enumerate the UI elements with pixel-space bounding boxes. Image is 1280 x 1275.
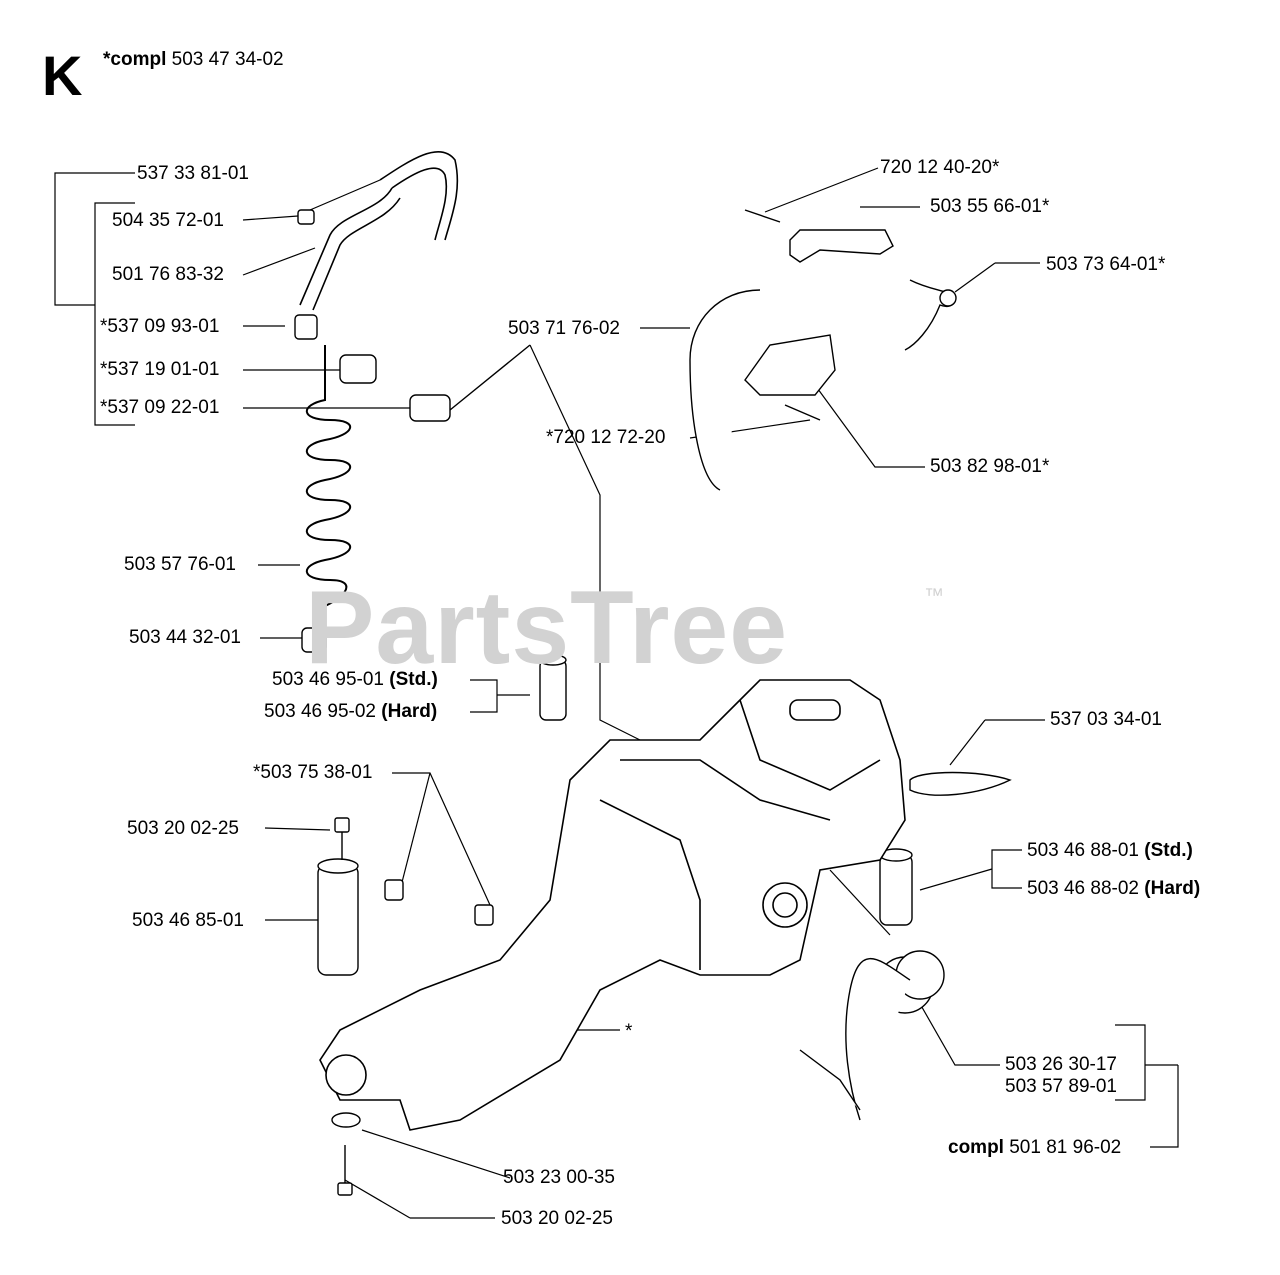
part-label-std[interactable]: 503 46 95-01 (Std.) [272,669,438,691]
variant-hard: (Hard) [1144,878,1201,899]
fuel-tank-housing [319,679,906,1131]
part-label[interactable]: 503 73 64-01* [1046,254,1166,275]
watermark-text: PartsTree [305,570,789,686]
bracket-504-35-72-01 [94,202,135,426]
part-label[interactable]: 503 44 32-01 [129,627,241,648]
watermark-tm: ™ [924,585,944,607]
part-number: 503 46 88-02 [1027,878,1139,899]
part-number: 501 81 96-02 [1009,1137,1122,1158]
compl-prefix: compl [948,1137,1004,1158]
part-label[interactable]: 537 03 34-01 [1050,709,1162,730]
part-number: 503 46 88-01 [1027,840,1139,861]
compl-number: 503 47 34-02 [171,49,284,70]
part-label[interactable]: 504 35 72-01 [112,210,224,231]
part-label-hard[interactable]: 503 46 88-02 (Hard) [1027,878,1200,900]
part-label[interactable]: *503 75 38-01 [253,762,373,783]
part-label[interactable]: 503 57 76-01 [124,554,236,575]
part-label-hard[interactable]: 503 46 95-02 (Hard) [264,701,437,723]
fuel-strainer [294,209,531,422]
handle-tube [299,150,459,311]
part-label[interactable]: 503 20 02-25 [127,818,239,839]
variant-hard: (Hard) [381,701,438,722]
part-label[interactable]: 503 46 85-01 [132,910,244,931]
part-label[interactable]: 503 23 00-35 [503,1167,615,1188]
part-label[interactable]: *537 19 01-01 [100,359,220,380]
part-label[interactable]: *720 12 72-20 [546,427,666,448]
compl-prefix: *compl [103,49,167,70]
section-letter: K [42,44,83,107]
part-label[interactable]: 503 57 89-01 [1005,1076,1117,1097]
fuel-hose-coil [305,345,352,611]
star-marker: * [625,1021,633,1042]
av-spring-left [317,654,913,976]
part-label[interactable]: *537 09 22-01 [100,397,220,418]
part-label[interactable]: 501 76 83-32 [112,264,224,285]
part-label[interactable]: 503 82 98-01* [930,456,1050,477]
part-label[interactable]: 503 26 30-17 [1005,1054,1117,1075]
fuel-filter [301,627,327,653]
part-label[interactable]: 720 12 40-20* [880,157,1000,178]
part-label[interactable]: *537 09 93-01 [100,316,220,337]
assembly-title: *compl 503 47 34-02 [103,49,284,71]
bolts [331,817,494,1196]
part-label-std[interactable]: 503 46 88-01 (Std.) [1027,840,1193,862]
part-label[interactable]: 503 71 76-02 [508,318,620,339]
throttle-parts [689,209,1012,1121]
part-label-compl[interactable]: compl 501 81 96-02 [948,1137,1121,1159]
part-label[interactable]: 503 20 02-25 [501,1208,613,1229]
part-label[interactable]: 537 33 81-01 [137,163,249,184]
part-label[interactable]: 503 55 66-01* [930,196,1050,217]
bracket-537-33-81-01 [54,172,135,306]
part-number: 503 46 95-02 [264,701,376,722]
part-number: 503 46 95-01 [272,669,384,690]
variant-std: (Std.) [389,669,438,690]
variant-std: (Std.) [1144,840,1193,861]
